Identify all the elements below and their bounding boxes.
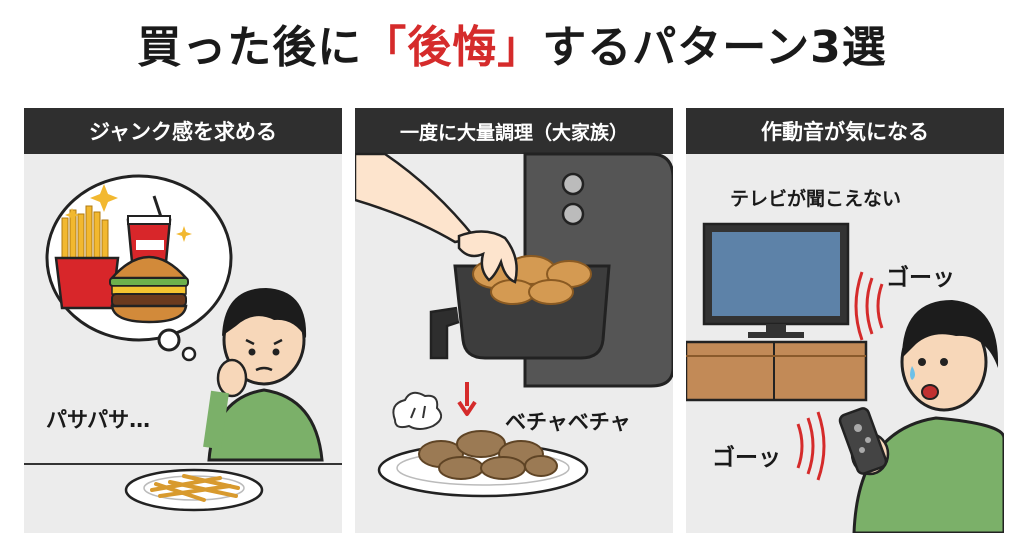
title-part1: 買った後に [137,22,363,73]
tv-icon [702,222,850,338]
panel-header-bulk: 一度に大量調理（大家族） [355,108,673,154]
surprised-boy-icon [838,300,1004,533]
soggy-food-plate-icon [377,430,589,498]
steam-icon [392,391,443,430]
panel-junk-sound-text: パサパサ… [46,408,151,432]
panel-noise: 作動音が気になる [686,108,1004,533]
panel-bulk-illustration [355,152,673,498]
sad-boy-icon [203,288,324,462]
fried-food-basket-icon [472,255,592,305]
panel-noise-illustration [686,222,1004,533]
panel-noise-caption: テレビが聞こえない [730,188,902,210]
tv-stand-icon [686,340,868,402]
hand-icon [355,152,518,284]
panel-bulk-sound-text: ベチャベチャ [505,410,631,434]
title-accent: 「後悔」 [362,22,543,73]
page-title: 買った後に「後悔」するパターン3選 [0,18,1024,78]
sound-waves-icon [796,271,884,481]
panel-noise-sound-bottom: ゴーッ [712,445,781,471]
sparkle-icon [65,184,192,242]
panel-header-noise: 作動音が気になる [686,108,1004,154]
panel-junk: ジャンク感を求める [24,108,342,533]
panel-bulk: 一度に大量調理（大家族） [355,108,673,533]
panel-noise-sound-top: ゴーッ [886,265,955,291]
panel-header-junk: ジャンク感を求める [24,108,342,154]
panel-junk-illustration [24,174,342,512]
fries-icon [54,205,120,310]
down-arrow-icon [457,382,477,416]
burger-icon [109,255,189,324]
title-part2: するパターン3選 [542,22,887,73]
fries-plate-icon [124,468,264,512]
remote-icon [838,407,888,475]
